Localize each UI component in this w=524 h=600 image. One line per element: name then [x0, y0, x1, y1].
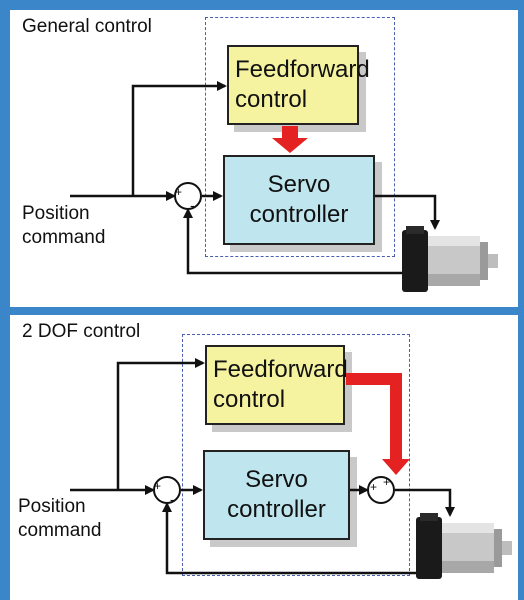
output-arrow-2dof	[395, 488, 455, 517]
servo-label: Servo controller	[249, 171, 349, 228]
summing-junction-icon-1	[153, 476, 181, 504]
feedforward-label-2dof: Feedforward control	[213, 356, 348, 413]
feedforward-block: Feedforward control	[227, 45, 370, 125]
feedforward-arrow-icon	[272, 126, 308, 153]
sum2-sign-plus-top: +	[383, 475, 391, 489]
panel-title-general: General control	[22, 16, 152, 37]
sum1-sign-plus: +	[154, 479, 162, 493]
summing-junction-icon-2	[367, 476, 395, 504]
feedforward-label: Feedforward control	[235, 56, 370, 113]
dashed-controller-boundary-2dof	[182, 334, 410, 576]
feedforward-arrow-icon-2dof	[382, 459, 410, 475]
branch-to-feedforward	[131, 81, 227, 196]
input-label-line1: Position	[22, 203, 90, 224]
input-label-line2-2dof: command	[18, 520, 102, 541]
feedback-arrow	[183, 208, 405, 275]
summing-junction-icon	[174, 182, 202, 210]
signal-wires-2dof	[70, 358, 455, 575]
feedforward-path-2dof	[346, 373, 402, 459]
branch-to-feedforward-2dof	[116, 358, 205, 490]
panel-title-2dof: 2 DOF control	[22, 321, 141, 342]
feedback-arrow-2dof	[162, 502, 420, 575]
servo-motor-icon	[402, 226, 498, 292]
servo-controller-block: Servo controller	[223, 155, 375, 245]
servo-motor-icon-2dof	[416, 513, 512, 579]
output-arrow	[375, 194, 440, 230]
servo-controller-block-2dof: Servo controller	[203, 450, 350, 540]
sum-sign-plus: +	[175, 185, 183, 199]
sum2-sign-plus-left: +	[370, 480, 378, 494]
panel-general-control: General control Feedforward control Serv…	[10, 10, 518, 307]
input-label-line1-2dof: Position	[18, 496, 86, 517]
feedforward-block-2dof: Feedforward control	[205, 345, 348, 425]
sum1-sign-minus: -	[170, 491, 175, 507]
input-label-line2: command	[22, 227, 106, 248]
signal-wires	[70, 81, 440, 275]
panel-2dof-control: 2 DOF control Feedforward control Servo …	[10, 315, 518, 600]
dashed-controller-boundary	[205, 17, 395, 257]
servo-label-2dof: Servo controller	[227, 466, 326, 523]
sum-sign-minus: -	[190, 197, 195, 213]
